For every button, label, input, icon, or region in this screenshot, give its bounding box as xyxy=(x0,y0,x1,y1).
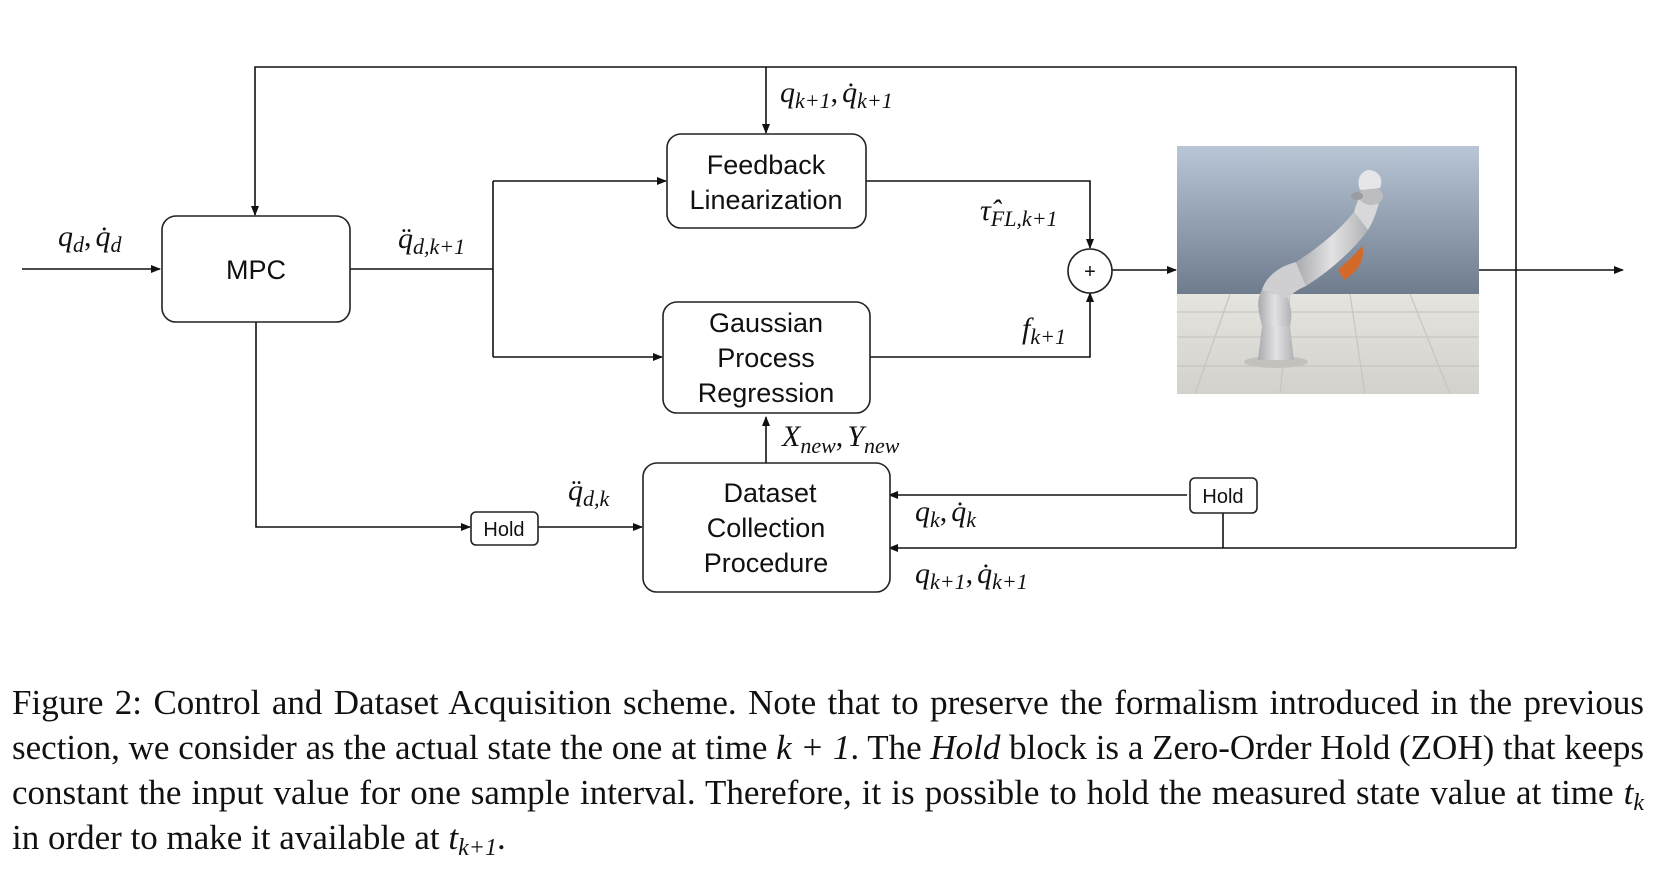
signal-tau-fl: τ̂FL,k+1 xyxy=(980,194,1058,231)
robot-arm-render xyxy=(1177,146,1479,395)
signal-qddot-dk1: q̈d,k+1 xyxy=(398,222,465,259)
signal-qd: qd,q̇d xyxy=(58,220,123,257)
caption-math-tk1: tk+1 xyxy=(448,818,497,861)
sum-sign: + xyxy=(1084,261,1096,283)
signal-qddot-dk: q̈d,k xyxy=(568,474,611,511)
hold-left-label: Hold xyxy=(483,519,524,541)
caption-text-3: block is a Zero-Order Hold (ZOH) that ke… xyxy=(12,728,1644,812)
caption-text-1: Control and Dataset Acquisition scheme. … xyxy=(12,683,1644,767)
caption-math-k1: k + 1 xyxy=(776,728,851,767)
signal-q-k1-bottom: qk+1,q̇k+1 xyxy=(915,557,1028,594)
feedback-to-sum-wire xyxy=(866,180,1094,249)
hold-right-label: Hold xyxy=(1202,486,1243,508)
dataset-label-line2: Collection xyxy=(707,513,826,543)
signal-f-k1: fk+1 xyxy=(1022,312,1066,349)
hold-block-left xyxy=(470,511,539,546)
feedback-label-line1: Feedback xyxy=(707,150,826,180)
gpr-label-line1: Gaussian xyxy=(709,308,823,338)
gaussian-process-regression-block xyxy=(662,301,871,414)
caption-math-tk: tk xyxy=(1623,773,1644,816)
caption-text-4: in order to make it available at xyxy=(12,818,449,857)
caption-text-5: . xyxy=(496,818,506,857)
sum-junction xyxy=(1067,248,1113,294)
dataset-collection-block xyxy=(642,462,891,593)
dataset-label-line1: Dataset xyxy=(723,478,817,508)
feedback-linearization-block xyxy=(666,133,867,229)
mpc-label: MPC xyxy=(226,255,286,285)
gpr-to-sum-wire xyxy=(870,292,1094,358)
gpr-label-line2: Process xyxy=(717,343,815,373)
signal-q-k1-top: qk+1,q̇k+1 xyxy=(780,76,893,113)
caption-hold-word: Hold xyxy=(930,728,1001,767)
mpc-block xyxy=(161,215,351,323)
signal-q-k: qk,q̇k xyxy=(915,495,977,532)
signal-x-y-new: Xnew,Ynew xyxy=(781,420,900,458)
mpc-to-hold-wire xyxy=(255,322,471,531)
hold-block-right xyxy=(1189,477,1258,514)
feedback-label-line2: Linearization xyxy=(689,185,842,215)
figure-caption: Figure 2: Control and Dataset Acquisitio… xyxy=(12,680,1644,860)
caption-label: Figure 2: xyxy=(12,683,143,722)
caption-text-2: . The xyxy=(850,728,931,767)
dataset-label-line3: Procedure xyxy=(704,548,829,578)
top-feedback-wire xyxy=(251,66,1517,548)
control-scheme-diagram: MPC Feedback Linearization Gaussian Proc… xyxy=(22,66,1624,594)
gpr-label-line3: Regression xyxy=(698,378,835,408)
